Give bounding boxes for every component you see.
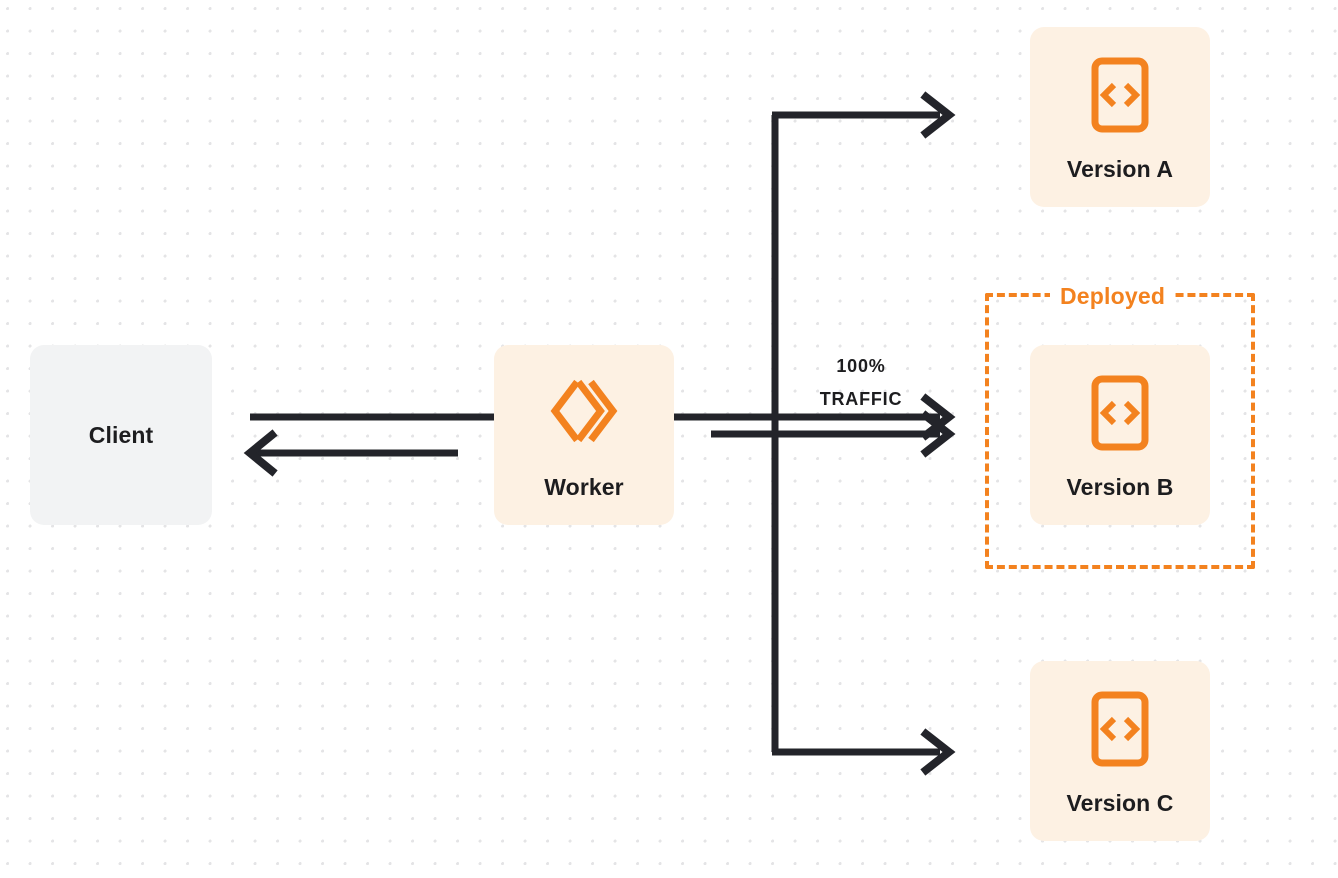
code-file-icon [1090,375,1150,456]
version-c-label: Version C [1066,790,1174,816]
edge-worker-to-client [243,429,458,477]
deployed-group-label: Deployed [1050,283,1176,309]
node-worker[interactable]: Worker [494,345,674,525]
code-file-icon [1090,57,1150,138]
code-file-icon [1090,691,1150,772]
node-version-b[interactable]: Version B [1030,345,1210,525]
traffic-percent: 100% [836,356,886,376]
node-version-a[interactable]: Version A [1030,27,1210,207]
worker-label: Worker [544,474,624,500]
version-b-label: Version B [1066,474,1174,500]
edge-to-version-a [772,91,956,139]
version-a-label: Version A [1066,156,1174,182]
edge-to-version-c [772,728,956,776]
traffic-label: 100% TRAFFIC [786,350,936,417]
node-version-c[interactable]: Version C [1030,661,1210,841]
edge-to-version-b [711,410,956,458]
client-label: Client [88,421,154,448]
cloudflare-workers-logo-icon [546,373,622,454]
node-client[interactable]: Client [30,345,212,525]
traffic-word: TRAFFIC [819,389,903,410]
